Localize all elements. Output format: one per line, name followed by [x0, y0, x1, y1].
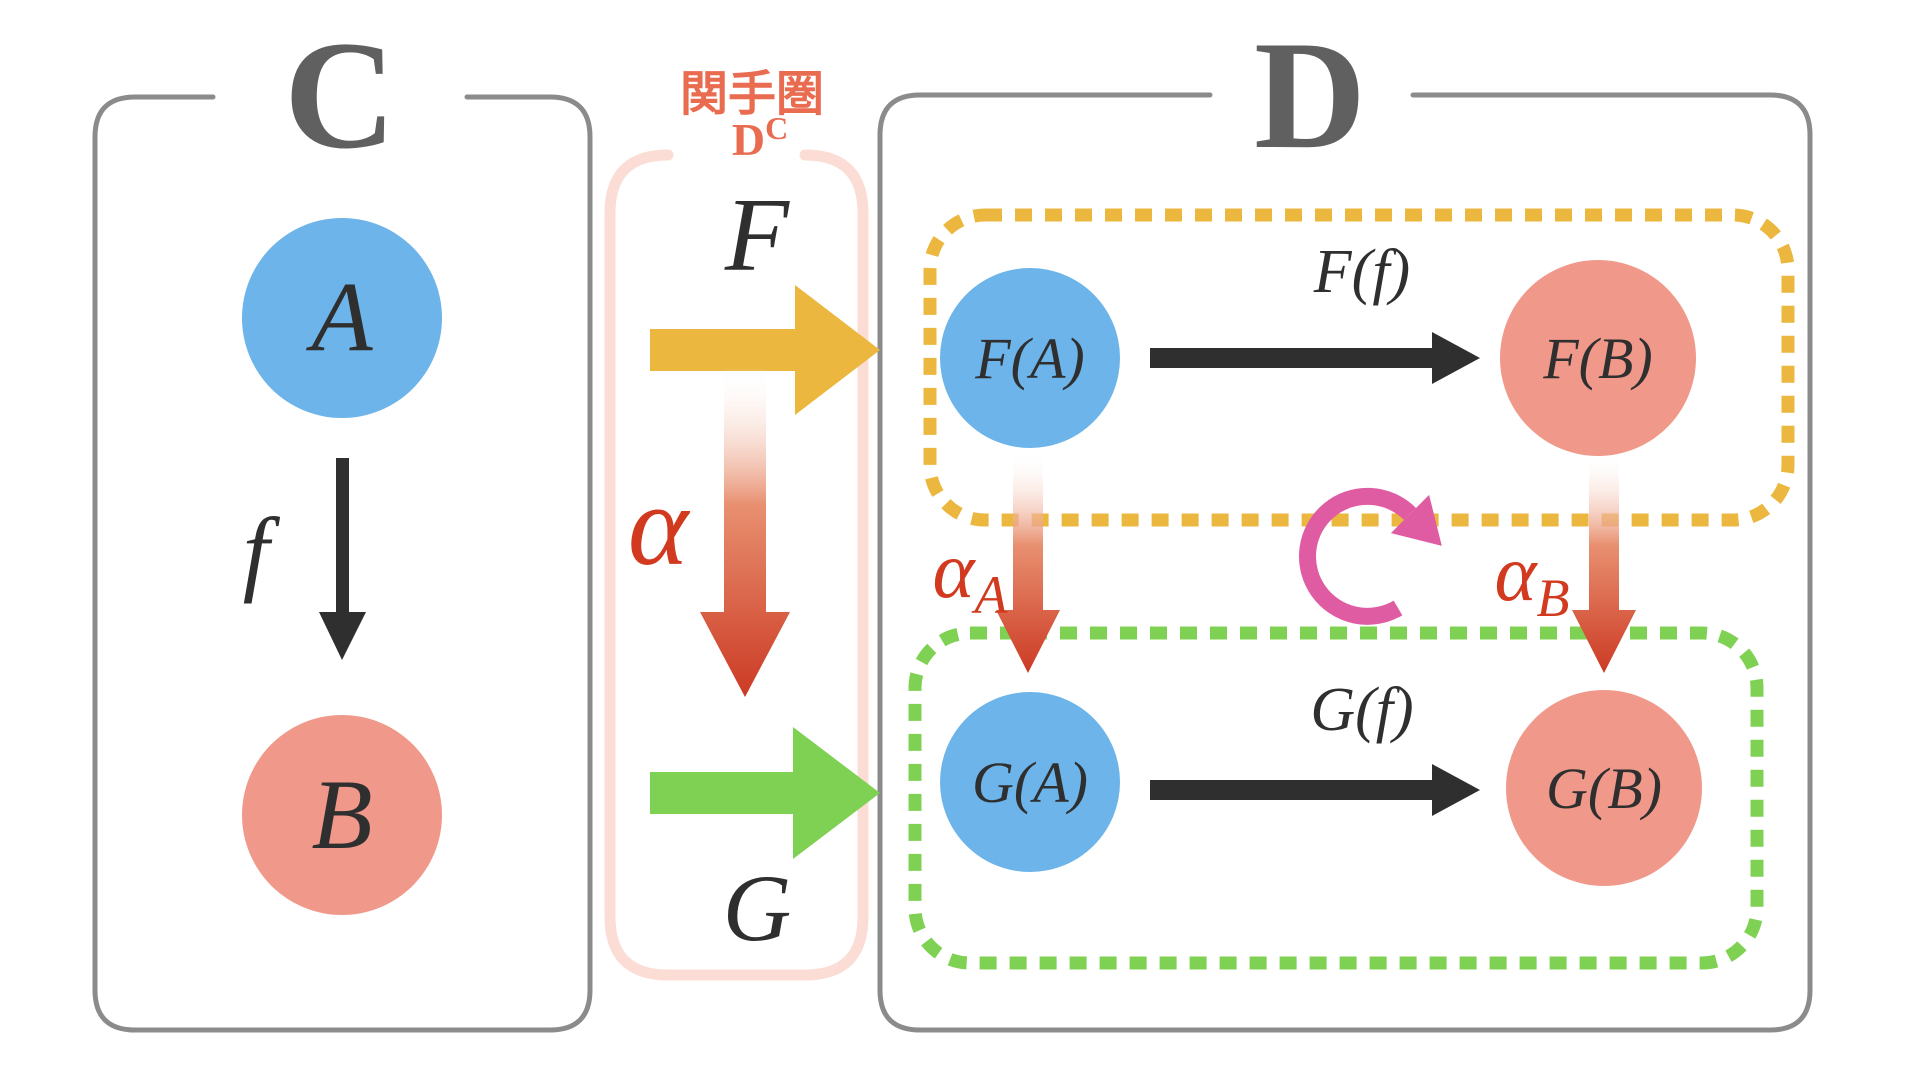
category-c-box — [92, 94, 593, 1033]
functor-g-label: G — [723, 855, 792, 961]
image-of-f-dotted-box — [923, 208, 1795, 527]
nat-trans-alpha-label: α — [628, 462, 691, 589]
component-alpha-b-arrow-icon — [1572, 452, 1636, 673]
alpha-b-base: α — [1495, 530, 1539, 618]
morphism-f-label: f — [243, 498, 281, 604]
functor-category-symbol: DC — [732, 110, 788, 165]
component-alpha-a-arrow-icon — [996, 452, 1060, 673]
component-alpha-b-label: αB — [1495, 530, 1570, 628]
functor-category-symbol-sup: C — [765, 110, 788, 146]
functor-g-arrow-icon — [650, 727, 880, 859]
object-b-label: B — [311, 759, 372, 870]
component-alpha-a-label: αA — [933, 527, 1009, 625]
object-b-circle — [242, 715, 442, 915]
category-c-title: C — [284, 9, 396, 181]
image-of-g-dotted-box — [908, 626, 1764, 970]
functor-category-box — [604, 149, 869, 981]
object-gb-circle — [1506, 690, 1702, 886]
object-ga-label: G(A) — [972, 750, 1088, 815]
nat-trans-alpha-arrow-icon — [700, 365, 790, 697]
object-fa-label: F(A) — [974, 326, 1085, 391]
category-d-box — [877, 92, 1813, 1033]
functor-category-caption: 関手圏 — [680, 66, 824, 122]
object-fb-label: F(B) — [1542, 326, 1653, 391]
object-a-label: A — [305, 261, 373, 372]
object-a-circle — [242, 218, 442, 418]
object-fb-circle — [1500, 260, 1696, 456]
functor-f-arrow-icon — [650, 285, 880, 415]
object-gb-label: G(B) — [1546, 756, 1662, 821]
alpha-a-sub: A — [972, 565, 1009, 625]
functor-f-label: F — [724, 176, 791, 293]
morphism-f-arrow-icon — [319, 458, 366, 660]
alpha-b-sub: B — [1537, 568, 1570, 628]
alpha-a-base: α — [933, 527, 977, 615]
object-ga-circle — [940, 692, 1120, 872]
morphism-ff-arrow-icon — [1150, 332, 1480, 384]
commutativity-cycle-icon — [1299, 487, 1442, 625]
morphism-gf-label: G(f) — [1310, 676, 1413, 744]
morphism-gf-arrow-icon — [1150, 764, 1480, 816]
object-fa-circle — [940, 268, 1120, 448]
morphism-ff-label: F(f) — [1313, 238, 1410, 306]
functor-category-symbol-base: D — [732, 114, 765, 165]
category-d-title: D — [1254, 9, 1366, 181]
